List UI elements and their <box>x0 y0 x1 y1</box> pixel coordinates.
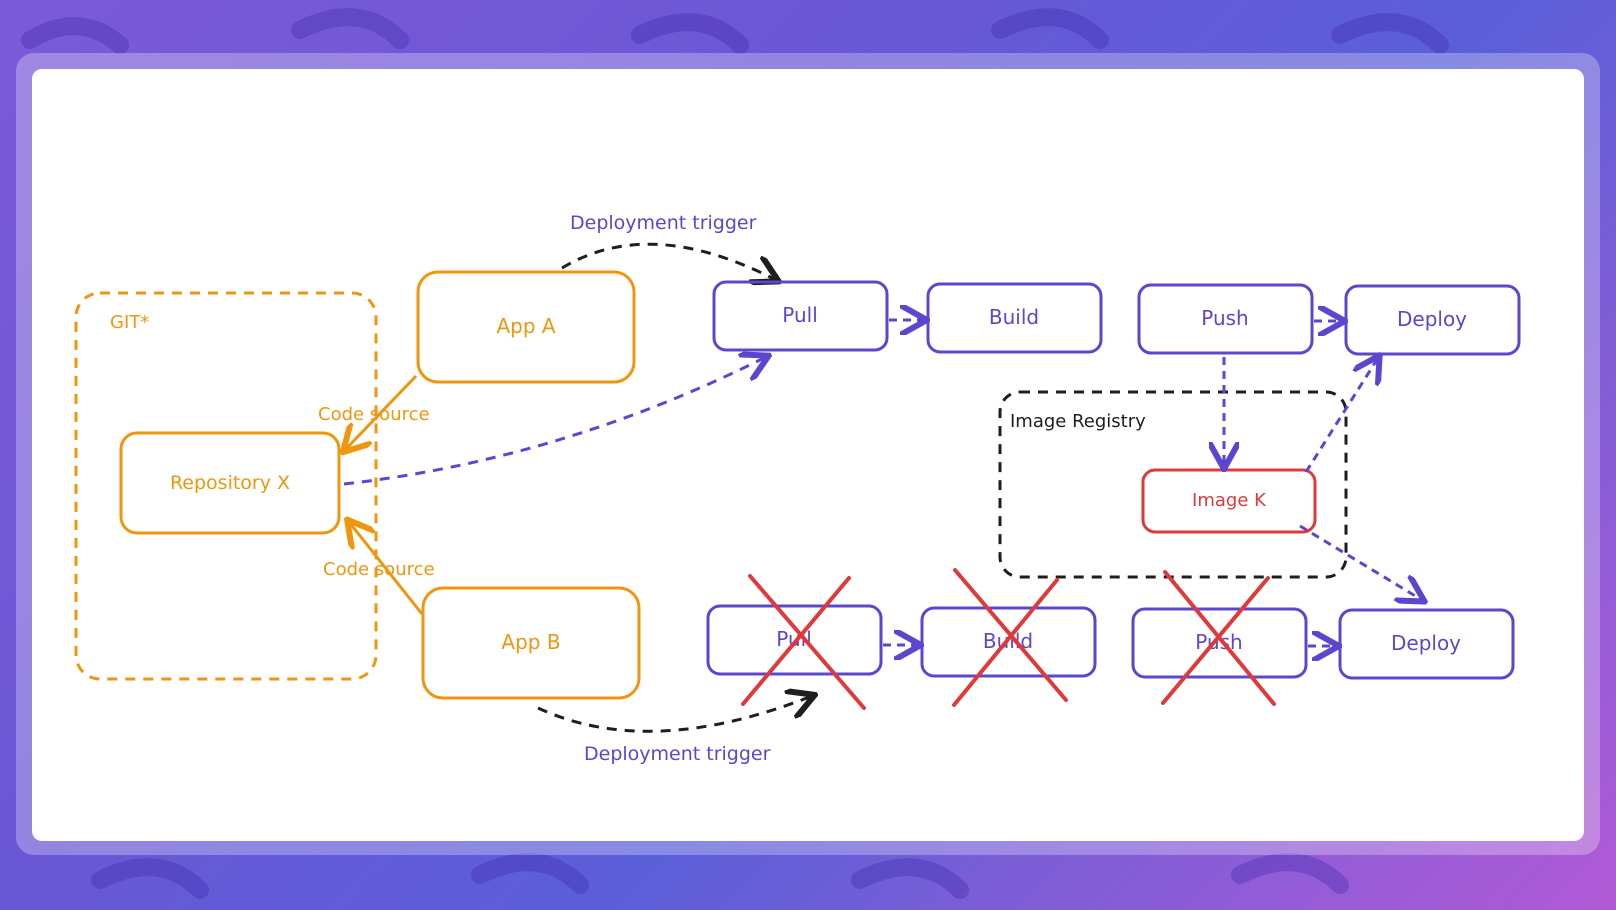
repo-to-pull-arrow <box>343 357 766 486</box>
image-k-label: Image K <box>1192 490 1267 511</box>
cross-out-pull-mark <box>741 574 866 710</box>
deployment-trigger-arrow-bottom <box>537 696 812 733</box>
image-registry-label: Image Registry <box>1010 411 1146 432</box>
top-pull-label: Pull <box>782 303 818 327</box>
git-container <box>74 291 378 681</box>
top-build-label: Build <box>989 305 1039 329</box>
bottom-push-node <box>1131 607 1308 679</box>
code-source-label-top: Code source <box>318 404 430 425</box>
image-to-top-deploy-arrow <box>1304 358 1378 473</box>
app-a-node <box>416 270 636 384</box>
image-to-bottom-deploy-arrow <box>1299 524 1422 600</box>
cross-out-push-mark <box>1161 570 1276 706</box>
deployment-trigger-arrow-top <box>561 242 776 280</box>
app-b-label: App B <box>501 630 560 654</box>
git-label: GIT* <box>110 312 149 333</box>
repository-node <box>119 431 341 535</box>
app-b-node <box>421 586 641 700</box>
code-source-label-bottom: Code source <box>323 559 435 580</box>
top-push-node <box>1137 283 1314 355</box>
image-registry-container <box>998 390 1348 579</box>
code-source-arrow-top <box>345 374 418 450</box>
app-a-label: App A <box>496 314 555 338</box>
repository-label: Repository X <box>170 472 290 494</box>
top-pull-node <box>712 280 889 352</box>
top-deploy-label: Deploy <box>1397 307 1467 331</box>
code-source-arrow-bottom <box>349 522 424 615</box>
bottom-deploy-label: Deploy <box>1391 631 1461 655</box>
bottom-pull-node <box>706 604 883 676</box>
cross-out-build-mark <box>952 568 1068 707</box>
deployment-trigger-label-top: Deployment trigger <box>570 212 757 234</box>
deployment-trigger-label-bottom: Deployment trigger <box>584 743 771 765</box>
top-push-label: Push <box>1201 306 1248 330</box>
